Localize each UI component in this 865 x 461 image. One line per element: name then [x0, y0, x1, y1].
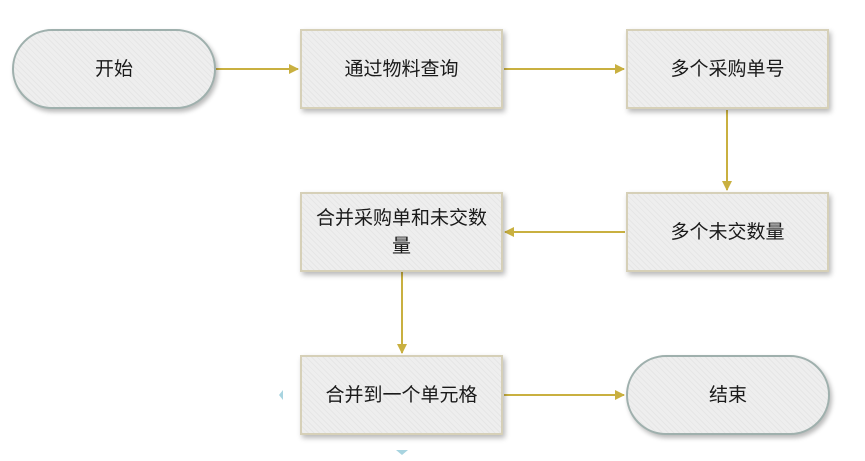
merge-into-one-cell-label: 合并到一个单元格 — [325, 384, 478, 406]
end-node[interactable]: 结束 — [626, 355, 830, 435]
multiple-po-numbers-node[interactable]: 多个采购单号 — [626, 29, 829, 109]
start-node-label: 开始 — [94, 58, 133, 80]
multiple-po-numbers-label: 多个采购单号 — [670, 58, 785, 80]
merge-po-and-quantity-node[interactable]: 合并采购单和未交数量 — [300, 192, 503, 272]
end-node-label: 结束 — [708, 384, 747, 406]
query-by-material-node[interactable]: 通过物料查询 — [300, 29, 503, 109]
multiple-open-quantities-node[interactable]: 多个未交数量 — [626, 192, 829, 272]
merge-into-one-cell-node[interactable]: 合并到一个单元格 — [300, 355, 503, 435]
merge-po-and-quantity-label: 合并采购单和未交数量 — [315, 207, 487, 257]
multiple-open-quantities-label: 多个未交数量 — [670, 221, 785, 243]
selection-handle-bottom — [396, 450, 408, 455]
start-node[interactable]: 开始 — [12, 29, 216, 109]
query-by-material-label: 通过物料查询 — [344, 58, 459, 80]
selection-handle-left — [279, 390, 283, 400]
